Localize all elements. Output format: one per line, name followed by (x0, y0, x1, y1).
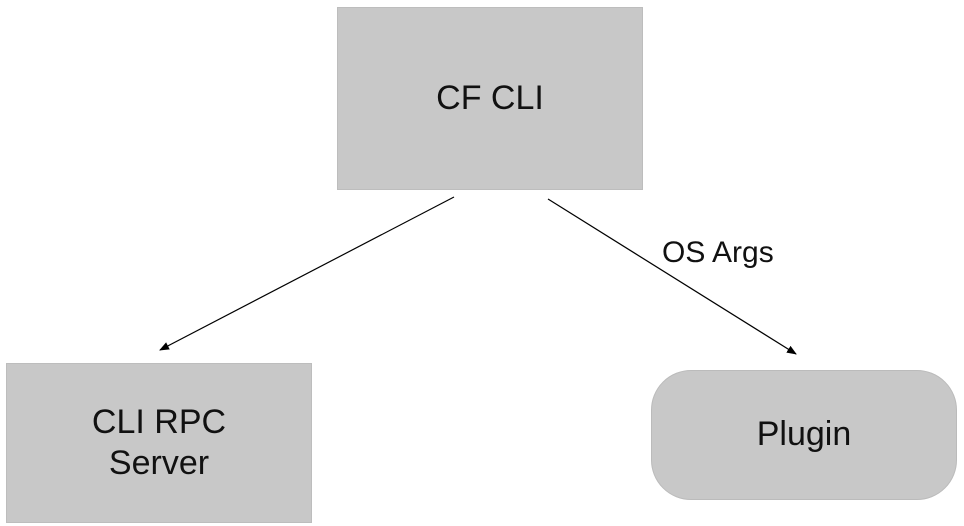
node-cli-rpc-server: CLI RPC Server (6, 363, 312, 523)
node-label-cf-cli: CF CLI (436, 78, 544, 117)
edge-label-os-args: OS Args (662, 236, 774, 269)
edge-cfcli-to-plugin (547, 198, 797, 355)
node-plugin: Plugin (651, 370, 957, 500)
node-label-plugin: Plugin (756, 415, 852, 454)
node-cf-cli: CF CLI (337, 7, 643, 190)
node-label-cli-rpc-server: CLI RPC Server (91, 402, 227, 482)
edge-cfcli-to-rpc-server (159, 196, 455, 351)
